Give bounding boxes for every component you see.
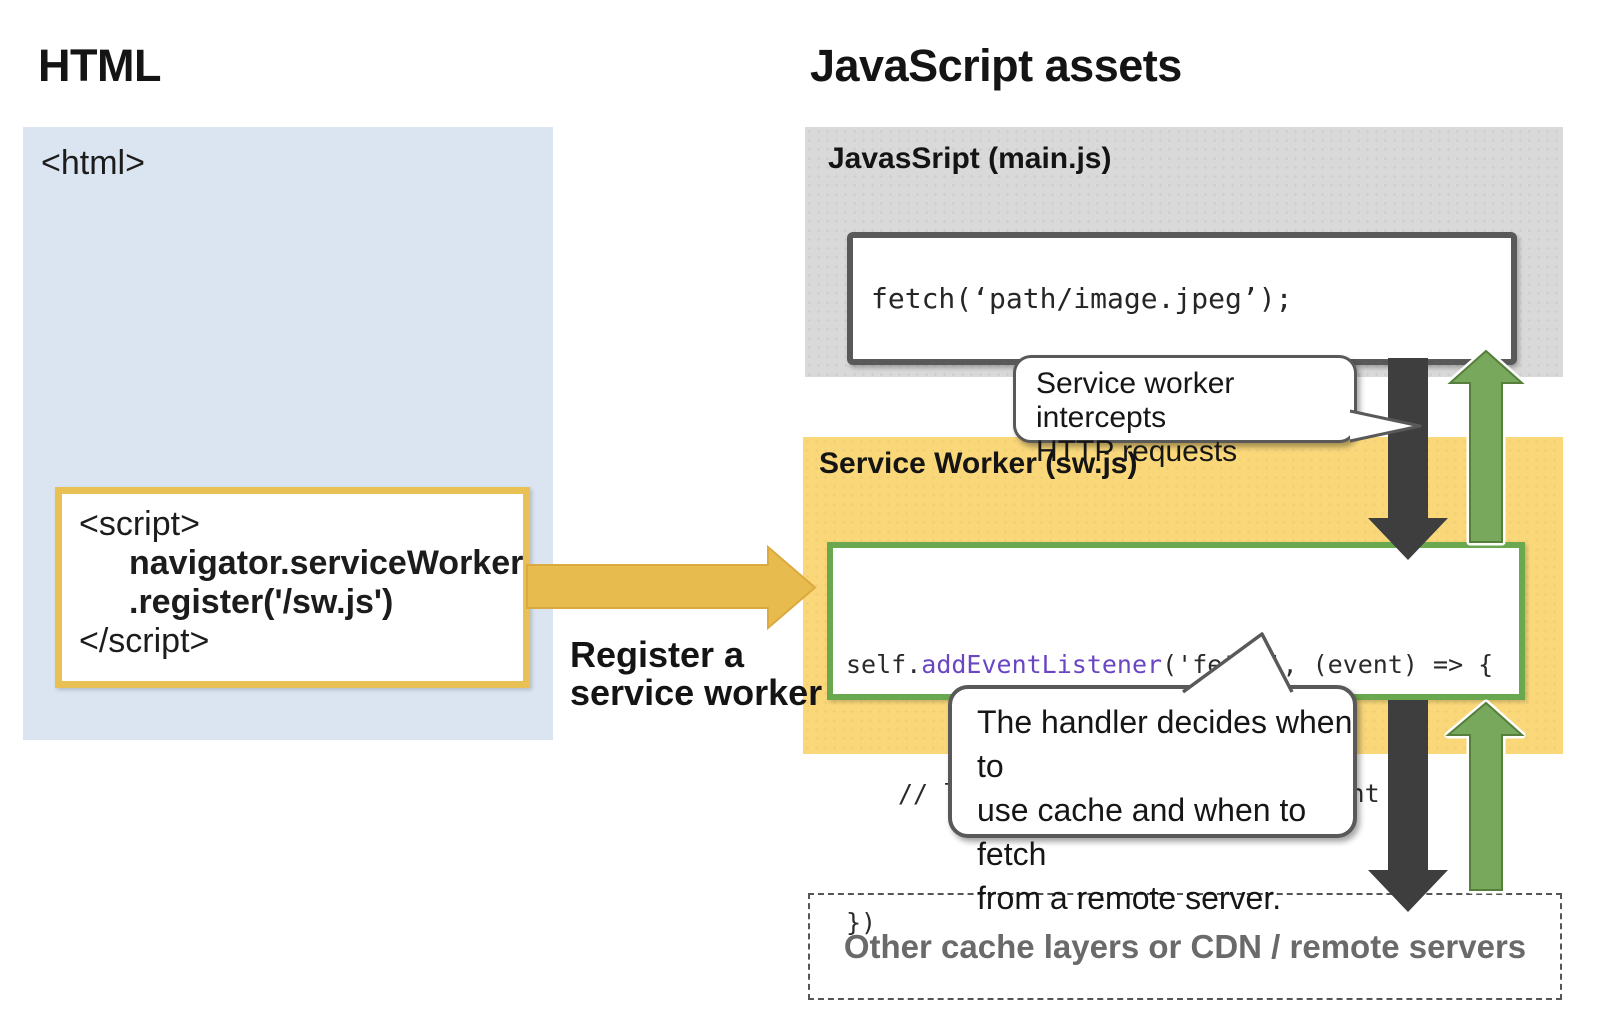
html-open-tag: <html>: [41, 144, 145, 182]
intercept-callout: Service worker intercepts HTTP requests: [1013, 355, 1357, 468]
script-open-tag: <script>: [79, 505, 200, 543]
fetch-code: fetch(‘path/image.jpeg’);: [871, 282, 1293, 315]
service-worker-panel-title: Service Worker (sw.js): [819, 447, 1138, 480]
script-code-line-2: .register('/sw.js'): [129, 583, 394, 621]
script-close-tag: </script>: [79, 622, 210, 660]
script-code-line-1: navigator.serviceWorker: [129, 544, 524, 582]
fetch-code-box: fetch(‘path/image.jpeg’);: [847, 232, 1517, 365]
add-event-listener-keyword: addEventListener: [921, 650, 1163, 679]
right-heading: JavaScript assets: [810, 40, 1182, 91]
mainjs-panel-title: JavasSript (main.js): [828, 142, 1112, 175]
remote-servers-label: Other cache layers or CDN / remote serve…: [843, 927, 1527, 965]
sw-code-line-1: self.addEventListener('fetch', (event) =…: [846, 650, 1494, 679]
handler-callout: The handler decides when to use cache an…: [948, 685, 1357, 916]
register-arrow-label: Register a service worker: [570, 634, 823, 713]
register-script-box: <script> navigator.serviceWorker .regist…: [55, 487, 530, 688]
sw-code-box: self.addEventListener('fetch', (event) =…: [827, 542, 1525, 937]
sw-code-line-3: }): [846, 908, 877, 937]
left-heading: HTML: [38, 40, 161, 91]
register-arrow: [526, 544, 817, 631]
